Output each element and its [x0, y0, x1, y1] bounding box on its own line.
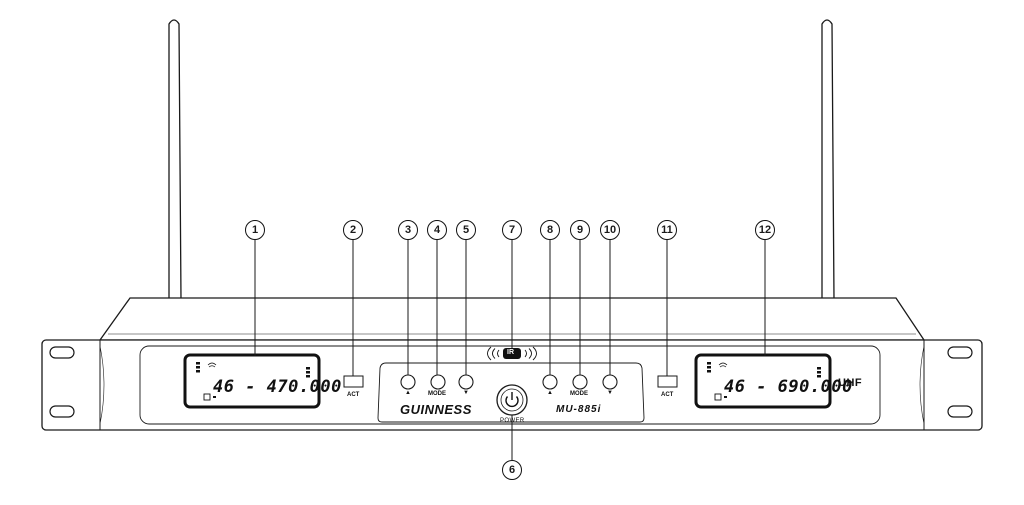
mode-label-a: MODE — [428, 391, 446, 397]
up-symbol-a: ▲ — [405, 390, 411, 396]
down-symbol-b: ▼ — [607, 390, 613, 396]
signal-bars-b — [707, 362, 821, 401]
down-button-a — [458, 374, 474, 390]
lcd-readout-a: 46 - 470.000 — [213, 377, 342, 397]
callout-7: 7 — [502, 220, 522, 240]
callout-8: 8 — [540, 220, 560, 240]
rack-slot-bottom-left — [49, 405, 75, 418]
act-label-b: ACT — [661, 392, 674, 398]
up-button-a — [400, 374, 416, 390]
callout-2: 2 — [343, 220, 363, 240]
power-icon — [505, 396, 519, 408]
lcd-display-a — [183, 353, 321, 409]
right-antenna — [821, 19, 835, 301]
rack-slot-top-right — [947, 346, 973, 359]
mode-label-b: MODE — [570, 391, 588, 397]
mode-button-b — [572, 374, 588, 390]
down-button-b — [602, 374, 618, 390]
up-button-b — [542, 374, 558, 390]
callout-5: 5 — [456, 220, 476, 240]
power-label: POWER — [500, 418, 525, 424]
callout-6: 6 — [502, 460, 522, 480]
rack-slot-top-left — [49, 346, 75, 359]
down-symbol-a: ▼ — [463, 390, 469, 396]
callout-1: 1 — [245, 220, 265, 240]
brand-logo-text: GUINNESS — [400, 402, 472, 417]
model-name: MU-885i — [556, 404, 602, 415]
callout-12: 12 — [755, 220, 775, 240]
act-indicator-b — [657, 375, 678, 388]
callout-11: 11 — [657, 220, 677, 240]
rack-slot-bottom-right — [947, 405, 973, 418]
act-indicator-a — [343, 375, 364, 388]
band-label: UHF — [838, 377, 863, 389]
signal-bars-a — [196, 362, 310, 401]
callout-3: 3 — [398, 220, 418, 240]
lcd-display-b — [694, 353, 832, 409]
up-symbol-b: ▲ — [547, 390, 553, 396]
callout-9: 9 — [570, 220, 590, 240]
lcd-readout-b: 46 - 690.000 — [724, 377, 853, 397]
ir-sensor-icon — [487, 346, 537, 361]
callout-4: 4 — [427, 220, 447, 240]
leader-lines — [254, 240, 766, 460]
mode-button-a — [430, 374, 446, 390]
ir-label: IR — [507, 349, 514, 356]
act-label-a: ACT — [347, 392, 360, 398]
callout-10: 10 — [600, 220, 620, 240]
left-antenna — [168, 19, 182, 301]
